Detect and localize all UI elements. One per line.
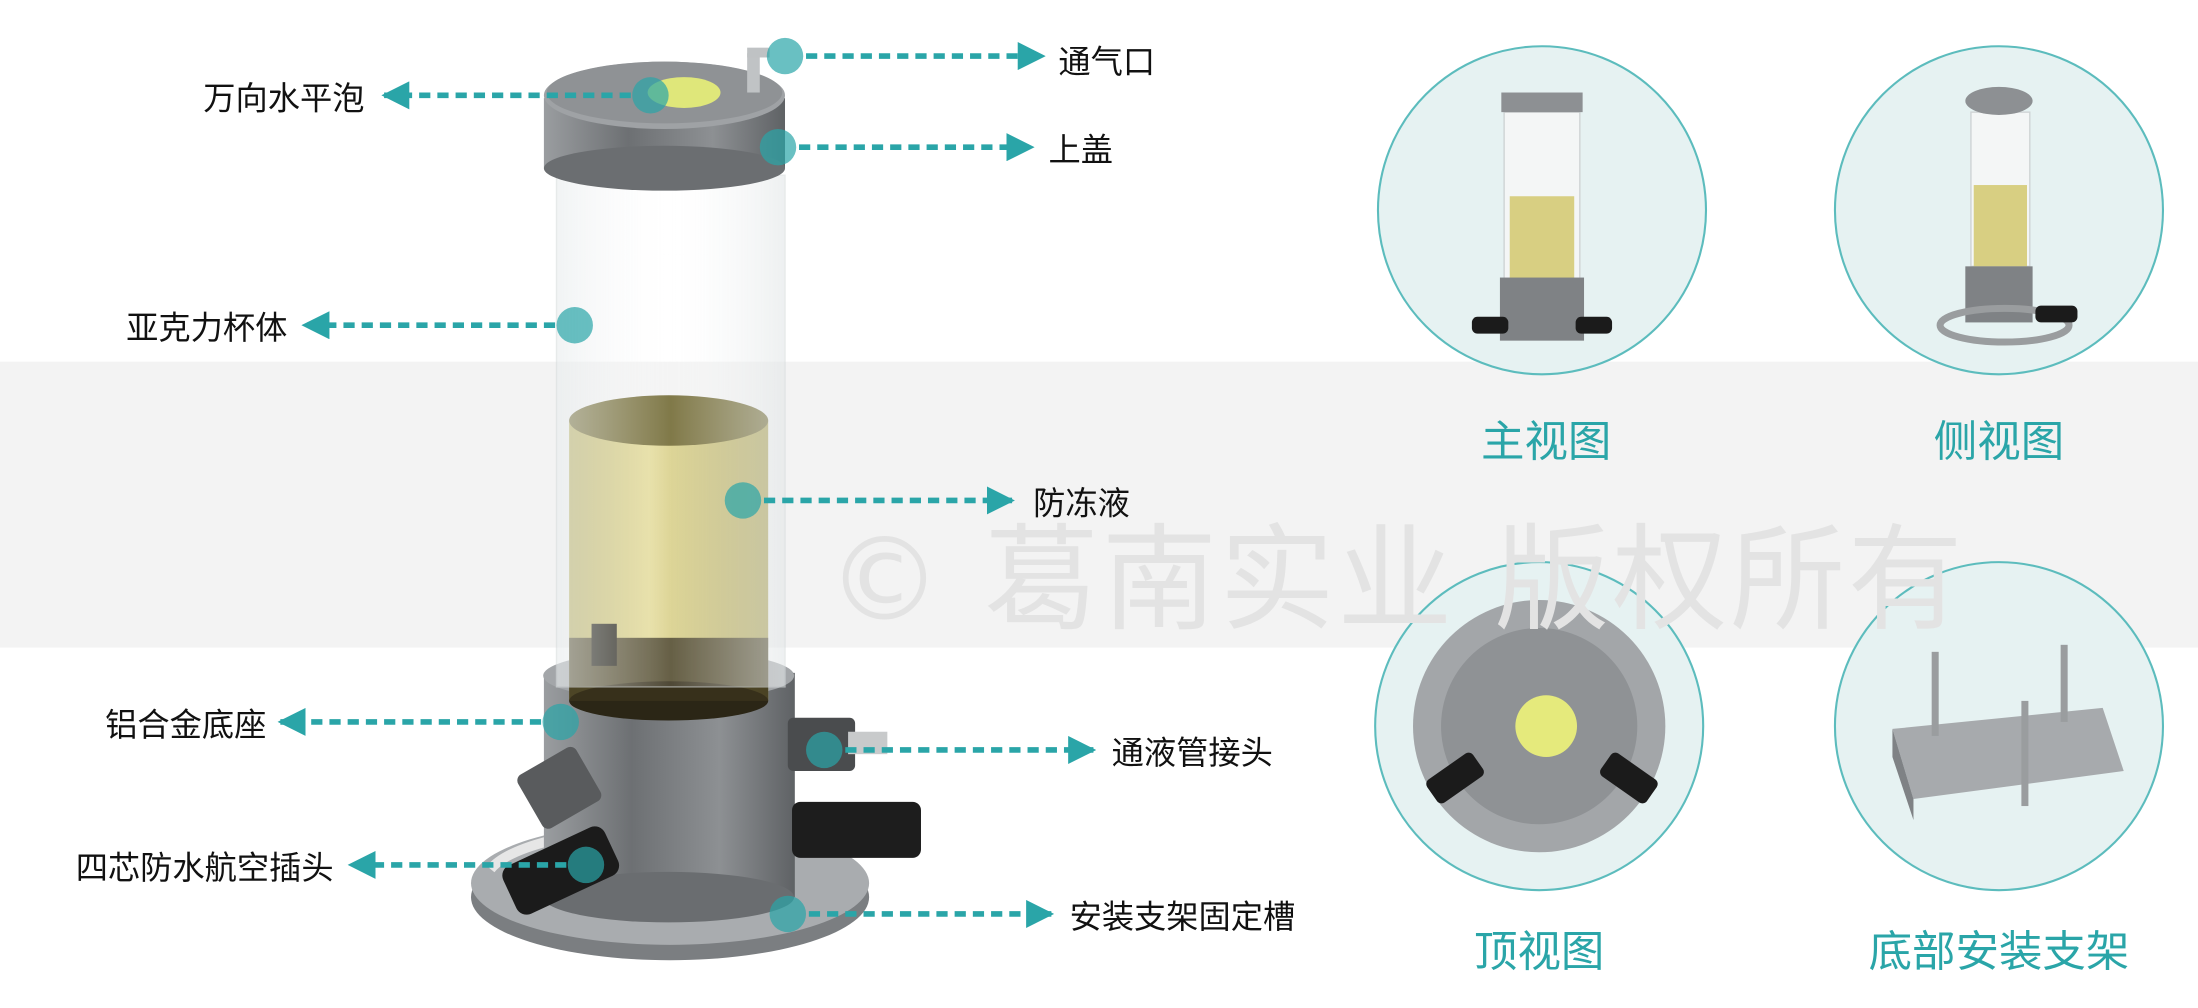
- callout-vent: 通气口: [1058, 44, 1156, 82]
- view-side: [1833, 45, 2165, 376]
- callout-acrylic-tube: 亚克力杯体: [126, 311, 288, 348]
- callout-aviation-plug: 四芯防水航空插头: [75, 850, 334, 888]
- caption-bracket-view: 底部安装支架: [1868, 927, 2130, 978]
- callout-bubble-level: 万向水平泡: [203, 81, 365, 118]
- callout-top-cover: 上盖: [1048, 133, 1114, 170]
- callout-mounting-slot: 安装支架固定槽: [1069, 899, 1296, 937]
- caption-front-view: 主视图: [1481, 417, 1612, 468]
- acrylic-tube: [555, 174, 786, 688]
- view-front: [1376, 45, 1708, 376]
- callout-lines: [277, 42, 1097, 928]
- caption-side-view: 侧视图: [1933, 417, 2065, 468]
- callout-dots: [542, 37, 843, 933]
- background-band: [0, 361, 2198, 648]
- callout-antifreeze: 防冻液: [1033, 486, 1130, 523]
- view-bracket: [1833, 561, 2165, 892]
- view-top: [1374, 561, 1705, 892]
- caption-top-view: 顶视图: [1473, 927, 1605, 978]
- watermark: © 葛南实业 版权所有: [827, 514, 1966, 648]
- callout-aluminum-base: 铝合金底座: [105, 707, 267, 745]
- top-cover: [543, 47, 786, 191]
- callout-pipe-connector: 通液管接头: [1111, 735, 1273, 773]
